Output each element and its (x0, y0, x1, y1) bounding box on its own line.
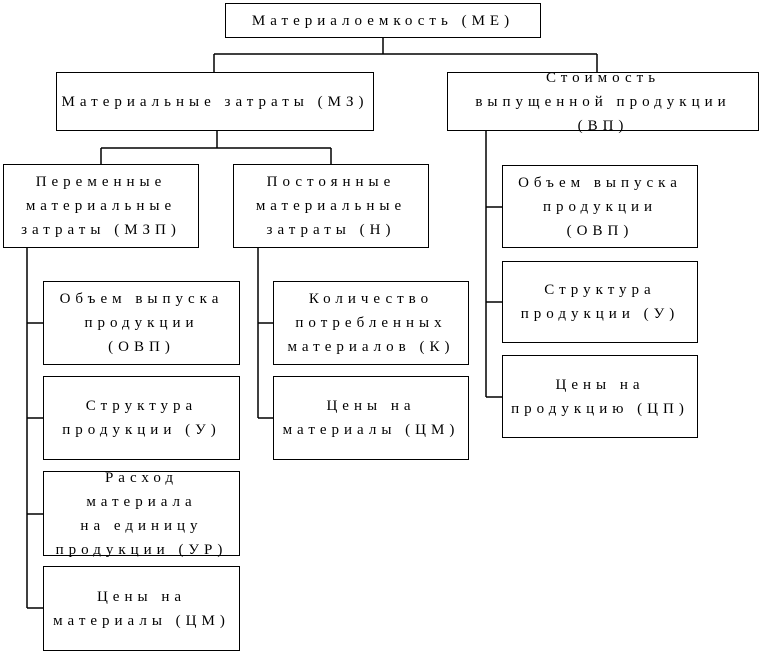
node-mzp-struktura: Структура продукции (У) (43, 376, 240, 460)
node-label: Стоимость выпущенной продукции (ВП) (475, 69, 731, 134)
connector-mz-level2 (100, 131, 332, 164)
node-mzp-ceny-na-materialy: Цены на материалы (ЦМ) (43, 566, 240, 651)
connector-root-level1 (213, 38, 598, 72)
node-label: Цены на материалы (ЦМ) (282, 398, 460, 438)
node-materialoemkost: Материалоемкость (МЕ) (225, 3, 541, 38)
node-n-kolichestvo: Количество потребленных материалов (К) (273, 281, 469, 365)
node-mzp-rashod-materiala: Расход материала на единицу продукции (У… (43, 470, 240, 558)
node-label: Материальные затраты (МЗ) (61, 93, 369, 110)
connector-vp-children (485, 131, 502, 398)
node-label: Объем выпуска продукции (ОВП) (518, 174, 682, 239)
node-vp-struktura: Структура продукции (У) (502, 261, 698, 343)
connector-mzp-children (26, 248, 43, 609)
node-label: Количество потребленных материалов (К) (287, 291, 455, 355)
connector-n-children (257, 248, 273, 419)
node-postoyannye-zatraty: Постоянные материальные затраты (Н) (233, 164, 429, 248)
node-vp-ceny-na-produkciyu: Цены на продукцию (ЦП) (502, 355, 698, 438)
node-label: Цены на продукцию (ЦП) (511, 376, 689, 417)
node-label: Структура продукции (У) (520, 282, 680, 322)
node-label: Цены на материалы (ЦМ) (53, 588, 230, 629)
node-stoimost-vp: Стоимость выпущенной продукции (ВП) (447, 70, 759, 134)
node-mzp-obem-vypuska: Объем выпуска продукции (ОВП) (43, 281, 240, 365)
node-n-ceny-na-materialy: Цены на материалы (ЦМ) (273, 376, 469, 460)
node-label: Постоянные материальные затраты (Н) (255, 174, 407, 238)
node-peremennye-zatraty: Переменные материальные затраты (МЗП) (3, 164, 199, 248)
node-label: Расход материала на единицу продукции (У… (55, 469, 228, 558)
node-vp-obem-vypuska: Объем выпуска продукции (ОВП) (502, 165, 698, 248)
node-materialnye-zatraty: Материальные затраты (МЗ) (56, 72, 374, 131)
node-label: Переменные материальные затраты (МЗП) (21, 174, 181, 238)
node-label: Структура продукции (У) (62, 398, 221, 438)
node-label: Объем выпуска продукции (ОВП) (59, 291, 224, 355)
node-label: Материалоемкость (МЕ) (251, 12, 515, 29)
